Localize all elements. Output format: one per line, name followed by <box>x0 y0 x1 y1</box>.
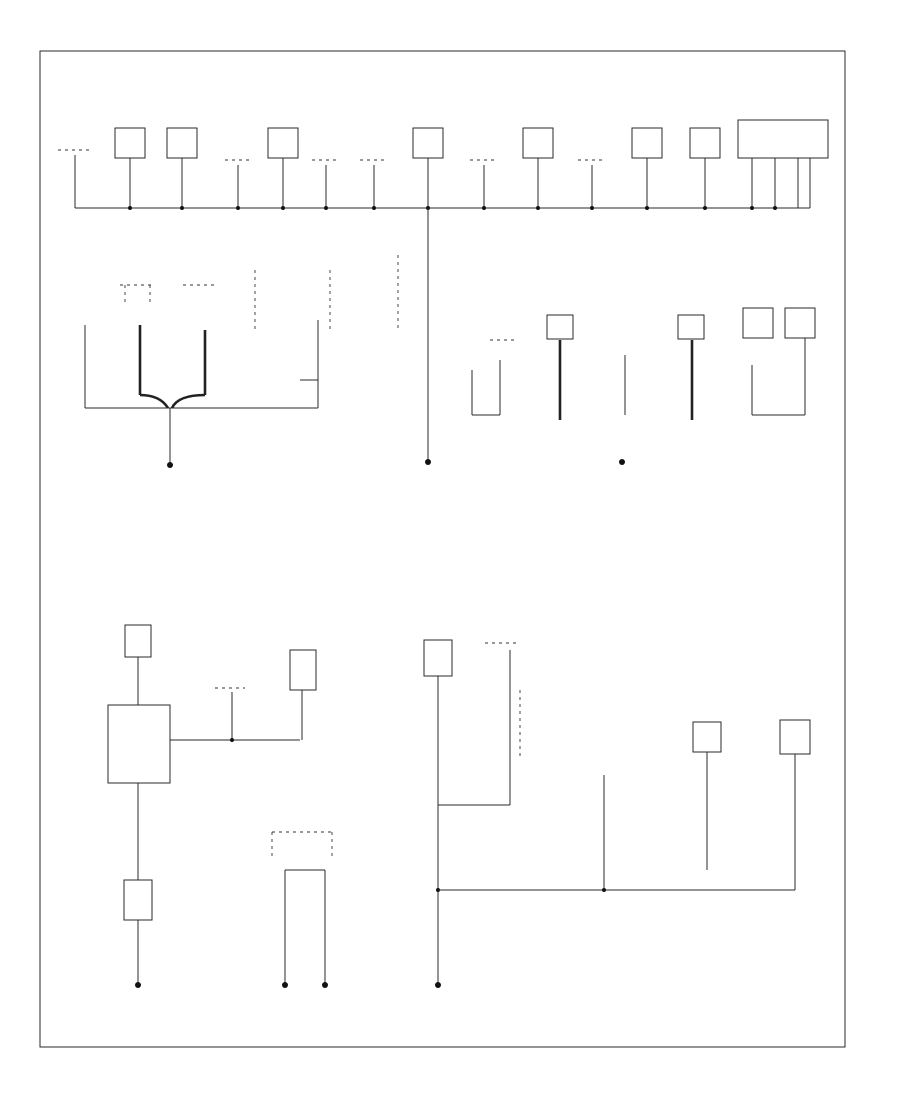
component-module-14 <box>737 119 829 159</box>
bottom-right-section <box>423 639 811 988</box>
diagram-frame <box>39 50 846 1048</box>
left-mid-cluster <box>84 255 399 468</box>
component-module-br3 <box>779 719 811 755</box>
component-module-rm2 <box>677 314 705 340</box>
component-module-bl3 <box>123 879 153 921</box>
component-module-br1 <box>423 639 453 677</box>
component-module-bl1 <box>124 624 152 658</box>
top-main-ground-drop <box>425 208 431 465</box>
component-module-rm3 <box>742 307 774 339</box>
component-module-13 <box>689 127 721 159</box>
component-module-2 <box>114 127 146 159</box>
component-module-bl-box <box>107 704 171 784</box>
right-mid-cluster <box>471 307 816 465</box>
component-module-rm1 <box>546 314 574 340</box>
component-module-3 <box>166 127 198 159</box>
bottom-left-section <box>107 624 333 988</box>
component-module-br2 <box>692 721 722 753</box>
component-module-12 <box>631 127 663 159</box>
top-components <box>58 119 829 210</box>
component-module-bl2 <box>289 649 317 691</box>
component-module-5 <box>267 127 299 159</box>
component-module-10 <box>522 127 554 159</box>
component-module-8 <box>412 127 444 159</box>
component-module-rm4 <box>784 307 816 339</box>
